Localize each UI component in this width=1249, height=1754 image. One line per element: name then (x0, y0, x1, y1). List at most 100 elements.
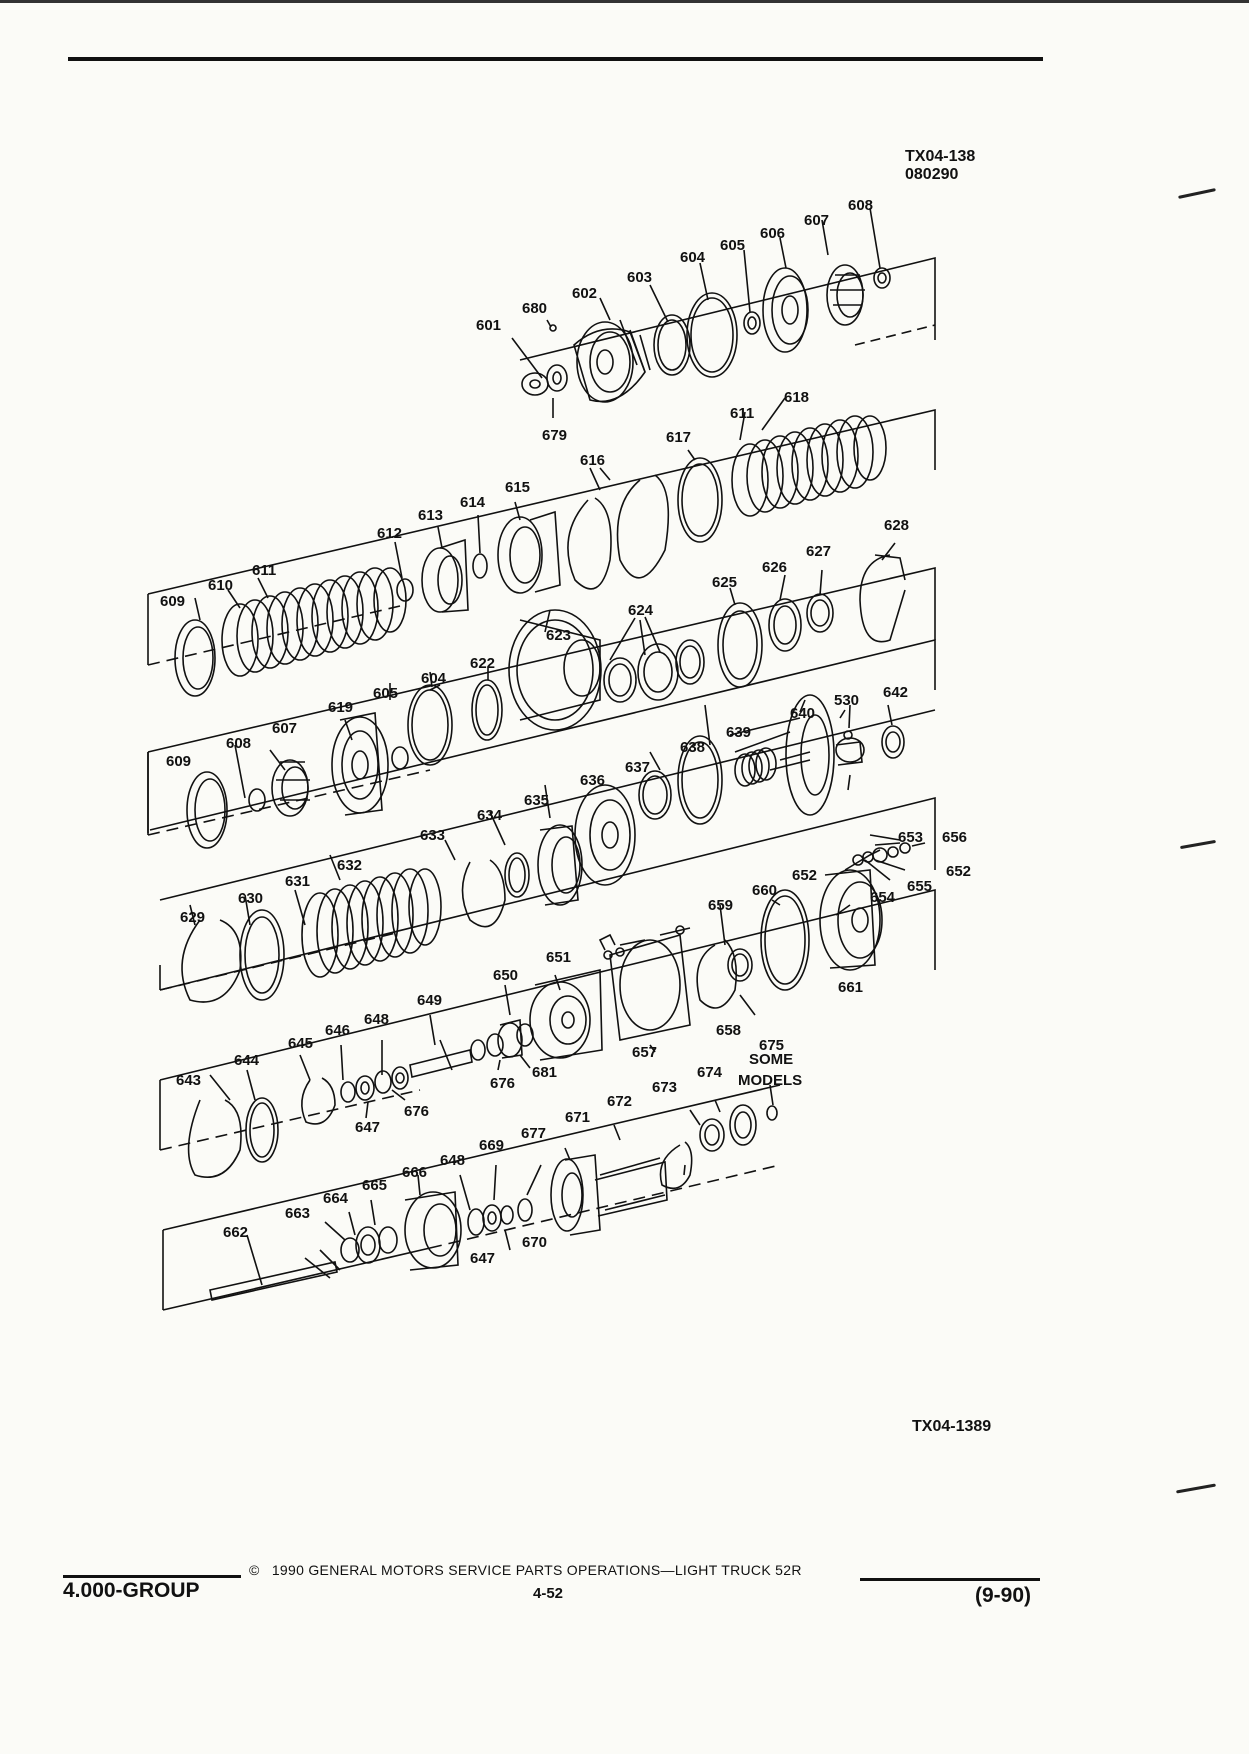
callout: 607 (272, 720, 297, 737)
callout: 617 (666, 429, 691, 446)
callout: 662 (223, 1224, 248, 1241)
callout: 629 (180, 909, 205, 926)
callout: 680 (522, 300, 547, 317)
callout: MODELS (738, 1072, 802, 1089)
callout: 675 (759, 1037, 784, 1054)
callout: 633 (420, 827, 445, 844)
copyright-symbol: © (249, 1562, 260, 1578)
row-6-parts (159, 834, 936, 1178)
callout: 645 (288, 1035, 313, 1052)
row-1-parts (511, 207, 936, 418)
figure-date: 080290 (905, 166, 959, 183)
callout: 639 (726, 724, 751, 741)
figure-id-bottom: TX04-1389 (912, 1418, 992, 1435)
callout: 661 (838, 979, 863, 996)
callout: 604 (421, 670, 447, 687)
callout: 681 (532, 1064, 557, 1081)
callout: 648 (440, 1152, 465, 1169)
callout: 664 (323, 1190, 349, 1207)
callout: 677 (521, 1125, 546, 1142)
callout: 618 (784, 389, 809, 406)
callout: 603 (627, 269, 652, 286)
callout: 606 (760, 225, 785, 242)
callout: 671 (565, 1109, 590, 1126)
top-rule (68, 57, 1043, 61)
callout: 630 (238, 890, 263, 907)
callout: 608 (848, 197, 873, 214)
callout: 647 (355, 1119, 380, 1136)
callout: 653 (898, 829, 923, 846)
callout: 627 (806, 543, 831, 560)
callout: 626 (762, 559, 787, 576)
row-2-parts (147, 397, 936, 697)
row-7-parts (162, 1084, 781, 1311)
footer-rule-right (860, 1578, 1040, 1581)
callout: 648 (364, 1011, 389, 1028)
callout: 608 (226, 735, 251, 752)
callout: 623 (546, 627, 571, 644)
callout: 679 (542, 427, 567, 444)
callout: 642 (883, 684, 908, 701)
callout: 660 (752, 882, 777, 899)
callout: 672 (607, 1093, 632, 1110)
callout: 634 (477, 807, 503, 824)
callout: 628 (884, 517, 909, 534)
callout: 637 (625, 759, 650, 776)
callout: 646 (325, 1022, 350, 1039)
figure-id-top: TX04-138 (905, 148, 976, 165)
callout: 607 (804, 212, 829, 229)
callout: 613 (418, 507, 443, 524)
callout: 651 (546, 949, 571, 966)
callout: 665 (362, 1177, 387, 1194)
callout: 666 (402, 1164, 427, 1181)
callout: 616 (580, 452, 605, 469)
callout: 659 (708, 897, 733, 914)
callout: SOME (749, 1051, 793, 1068)
callout: 650 (493, 967, 518, 984)
callout: 644 (234, 1052, 260, 1069)
callout: 632 (337, 857, 362, 874)
callout: 663 (285, 1205, 310, 1222)
footer-group: 4.000-GROUP (63, 1579, 200, 1602)
callout: 652 (946, 863, 971, 880)
callout: 612 (377, 525, 402, 542)
callout: 669 (479, 1137, 504, 1154)
callout: 635 (524, 792, 549, 809)
callout: 625 (712, 574, 737, 591)
callout: 658 (716, 1022, 741, 1039)
footer-rule-left (63, 1575, 241, 1578)
callout: 655 (907, 878, 932, 895)
row-4-parts (147, 638, 936, 849)
callout: 609 (160, 593, 185, 610)
callout: 530 (834, 692, 859, 709)
callout: 615 (505, 479, 530, 496)
callout: 640 (790, 705, 815, 722)
callout: 614 (460, 494, 486, 511)
callout: 609 (166, 753, 191, 770)
callout: 676 (404, 1103, 429, 1120)
callout: 652 (792, 867, 817, 884)
scan-top-edge (0, 0, 1249, 3)
footer-revision: (9-90) (975, 1584, 1032, 1607)
callout: 674 (697, 1064, 723, 1081)
callout: 673 (652, 1079, 677, 1096)
callout: 649 (417, 992, 442, 1009)
callout: 624 (628, 602, 654, 619)
callout: 670 (522, 1234, 547, 1251)
callout: 611 (730, 405, 754, 422)
callout: 676 (490, 1075, 515, 1092)
callout: 638 (680, 739, 705, 756)
row-5-parts (159, 709, 936, 1003)
callout: 654 (870, 889, 896, 906)
callout: 619 (328, 699, 353, 716)
callout: 610 (208, 577, 233, 594)
callout: 631 (285, 873, 310, 890)
callout: 602 (572, 285, 597, 302)
callout: 657 (632, 1044, 657, 1061)
callout: 605 (373, 685, 398, 702)
callout: 636 (580, 772, 605, 789)
callout: 643 (176, 1072, 201, 1089)
callout: 656 (942, 829, 967, 846)
callout: 604 (680, 249, 706, 266)
